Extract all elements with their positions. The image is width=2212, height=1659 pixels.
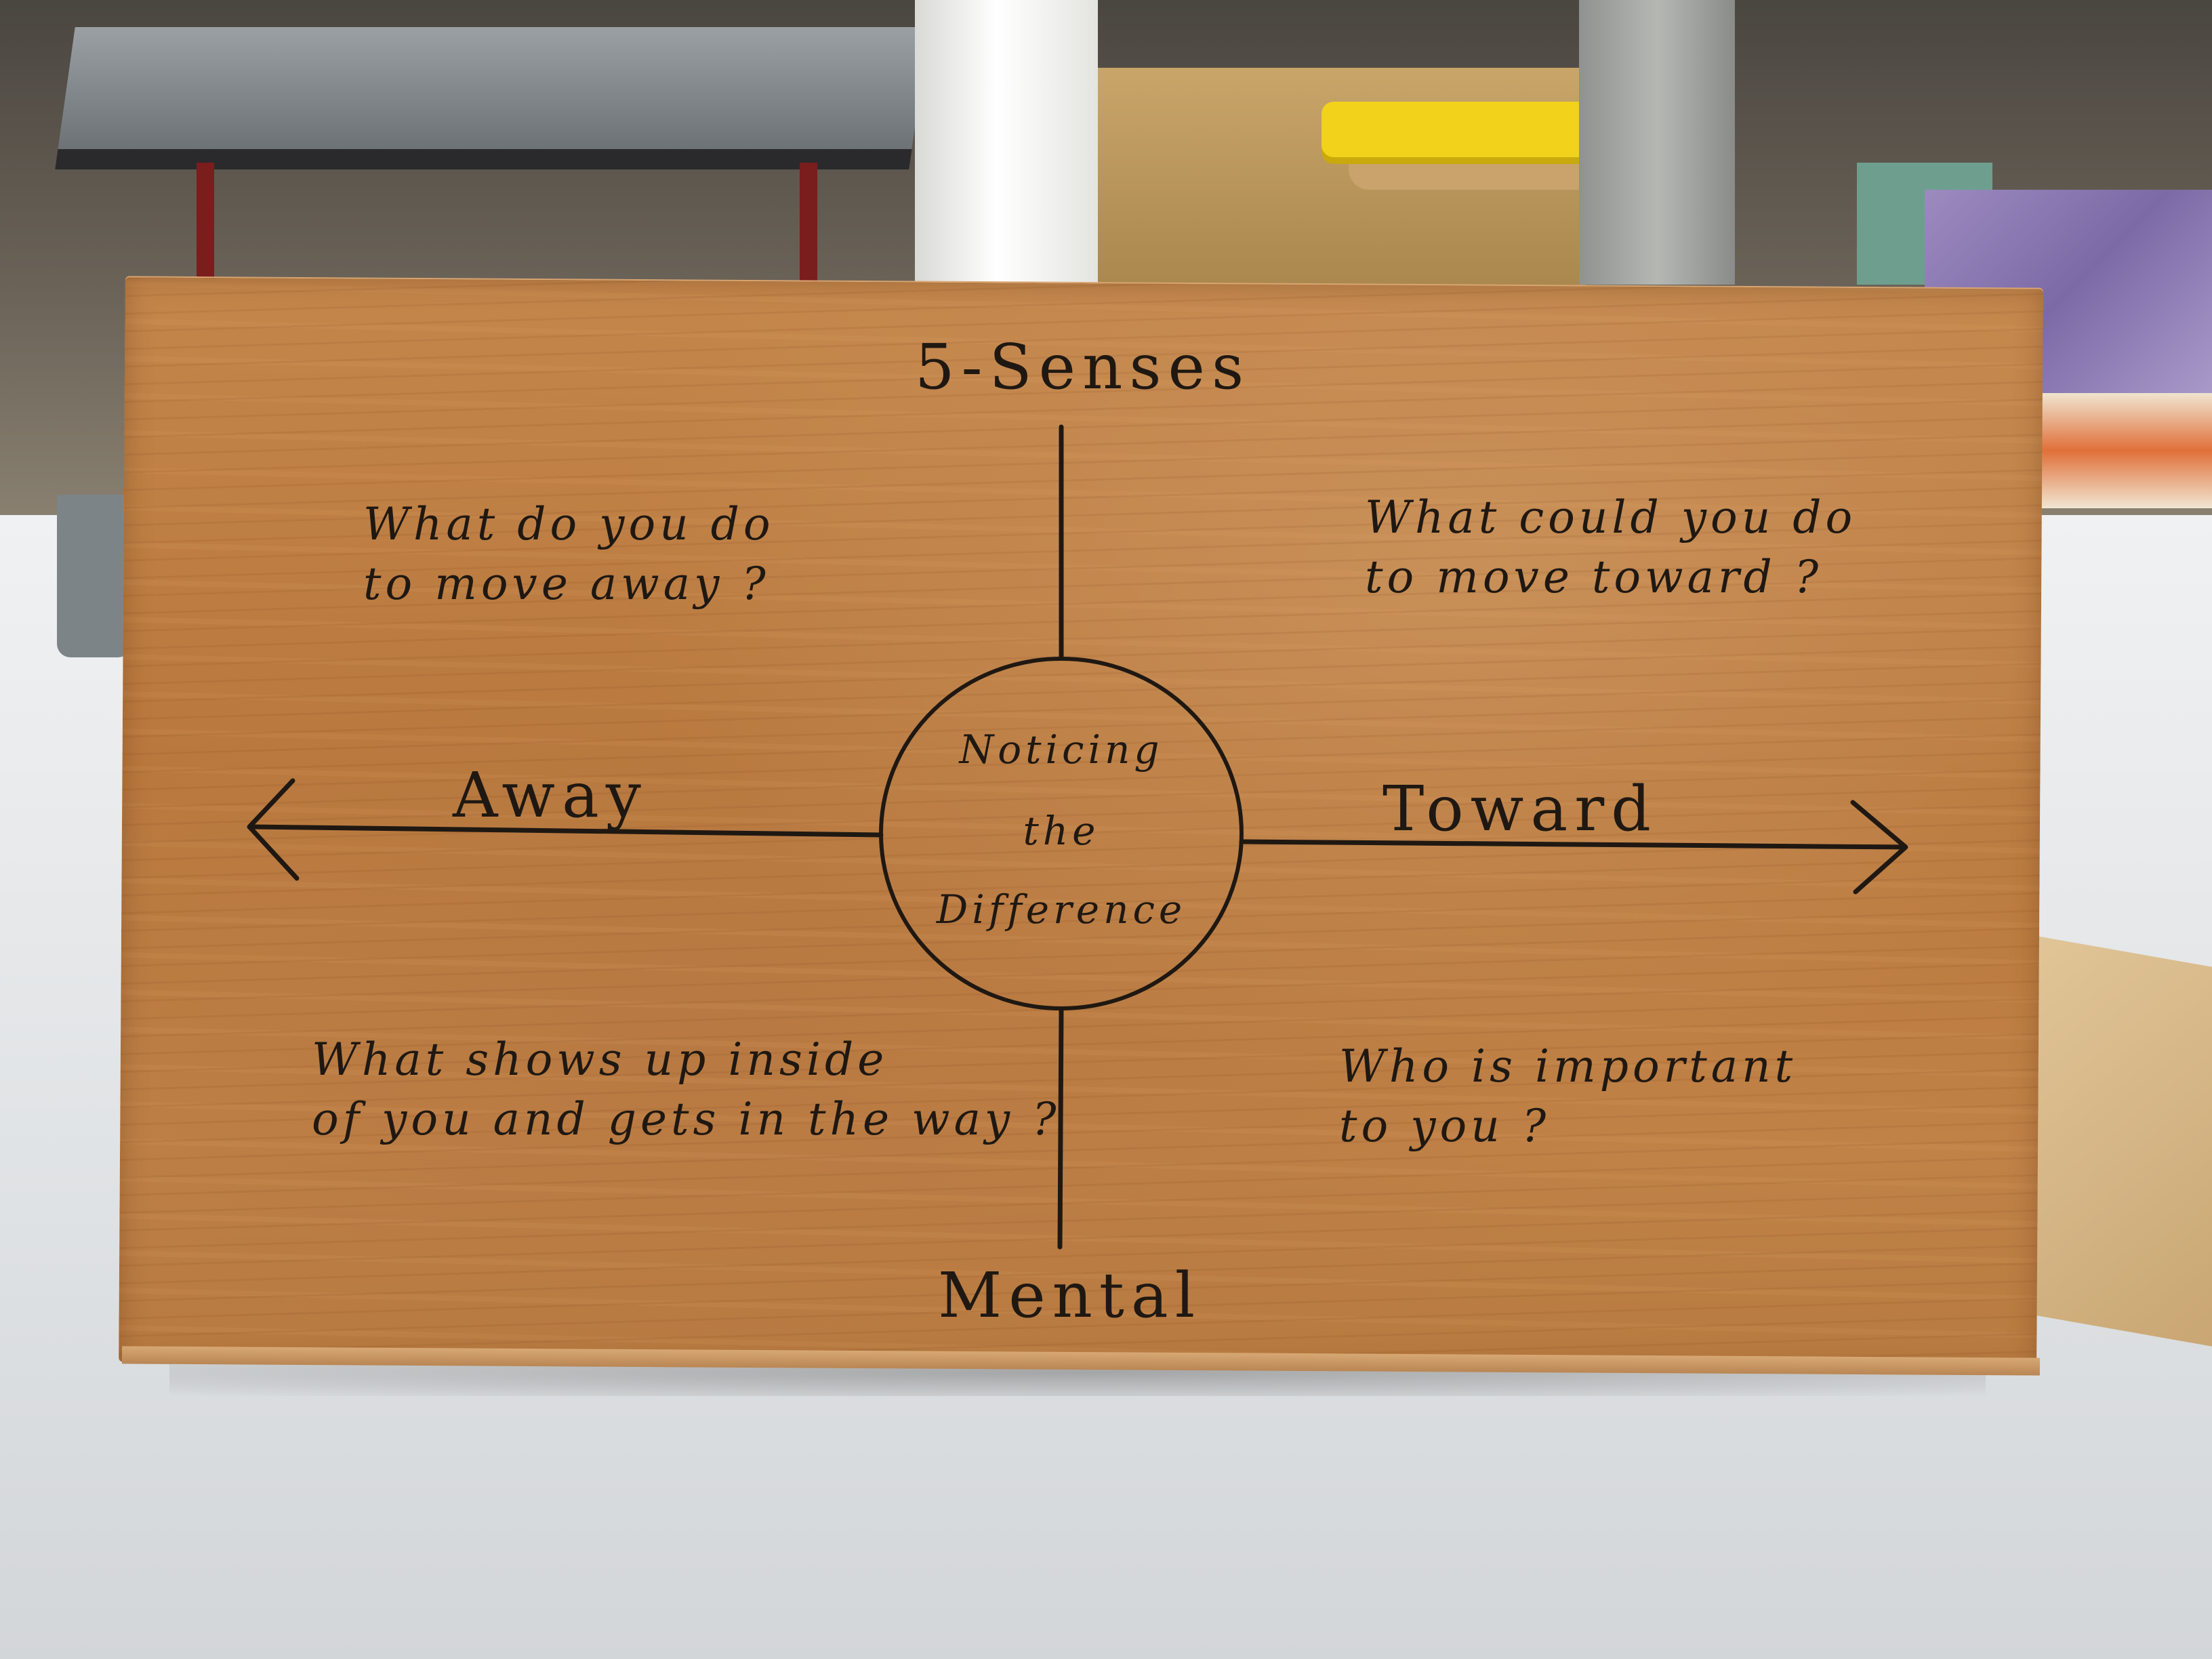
question-bottom-right-line2: to you ?: [1339, 1100, 1551, 1152]
right-arrow-head-icon: [1850, 800, 1908, 895]
horizontal-axis-left: [249, 824, 884, 838]
question-top-left-line1: What do you do: [363, 498, 775, 550]
horizontal-axis-right: [1239, 839, 1906, 850]
question-bottom-left: What shows up inside of you and gets in …: [312, 1030, 1061, 1149]
center-text-line2: the: [1023, 808, 1100, 854]
question-top-left: What do you do to move away ?: [363, 495, 775, 614]
question-top-right-line1: What could you do: [1365, 491, 1857, 544]
top-axis-label: 5-Senses: [915, 331, 1251, 403]
center-text-line1: Noticing: [959, 726, 1164, 773]
question-bottom-left-line2: of you and gets in the way ?: [312, 1093, 1061, 1145]
pillar: [1579, 0, 1735, 285]
bottom-axis-label: Mental: [938, 1259, 1202, 1332]
question-top-right: What could you do to move toward ?: [1365, 488, 1856, 607]
orange-box: [2033, 393, 2212, 508]
question-bottom-right-line1: Who is important: [1339, 1040, 1797, 1092]
left-arrow-head-icon: [247, 778, 300, 881]
question-top-right-line2: to move toward ?: [1365, 551, 1823, 603]
vertical-axis-bottom: [1057, 1007, 1064, 1250]
question-bottom-left-line1: What shows up inside: [312, 1033, 888, 1086]
question-bottom-right: Who is important to you ?: [1339, 1037, 1797, 1156]
yellow-tool: [1322, 102, 1620, 157]
center-text-line3: Difference: [936, 886, 1187, 933]
bucket: [57, 495, 131, 657]
left-axis-label: Away: [453, 759, 648, 832]
question-top-left-line2: to move away ?: [363, 558, 770, 610]
paper-towel-roll: [915, 0, 1098, 291]
right-axis-label: Toward: [1382, 773, 1658, 845]
